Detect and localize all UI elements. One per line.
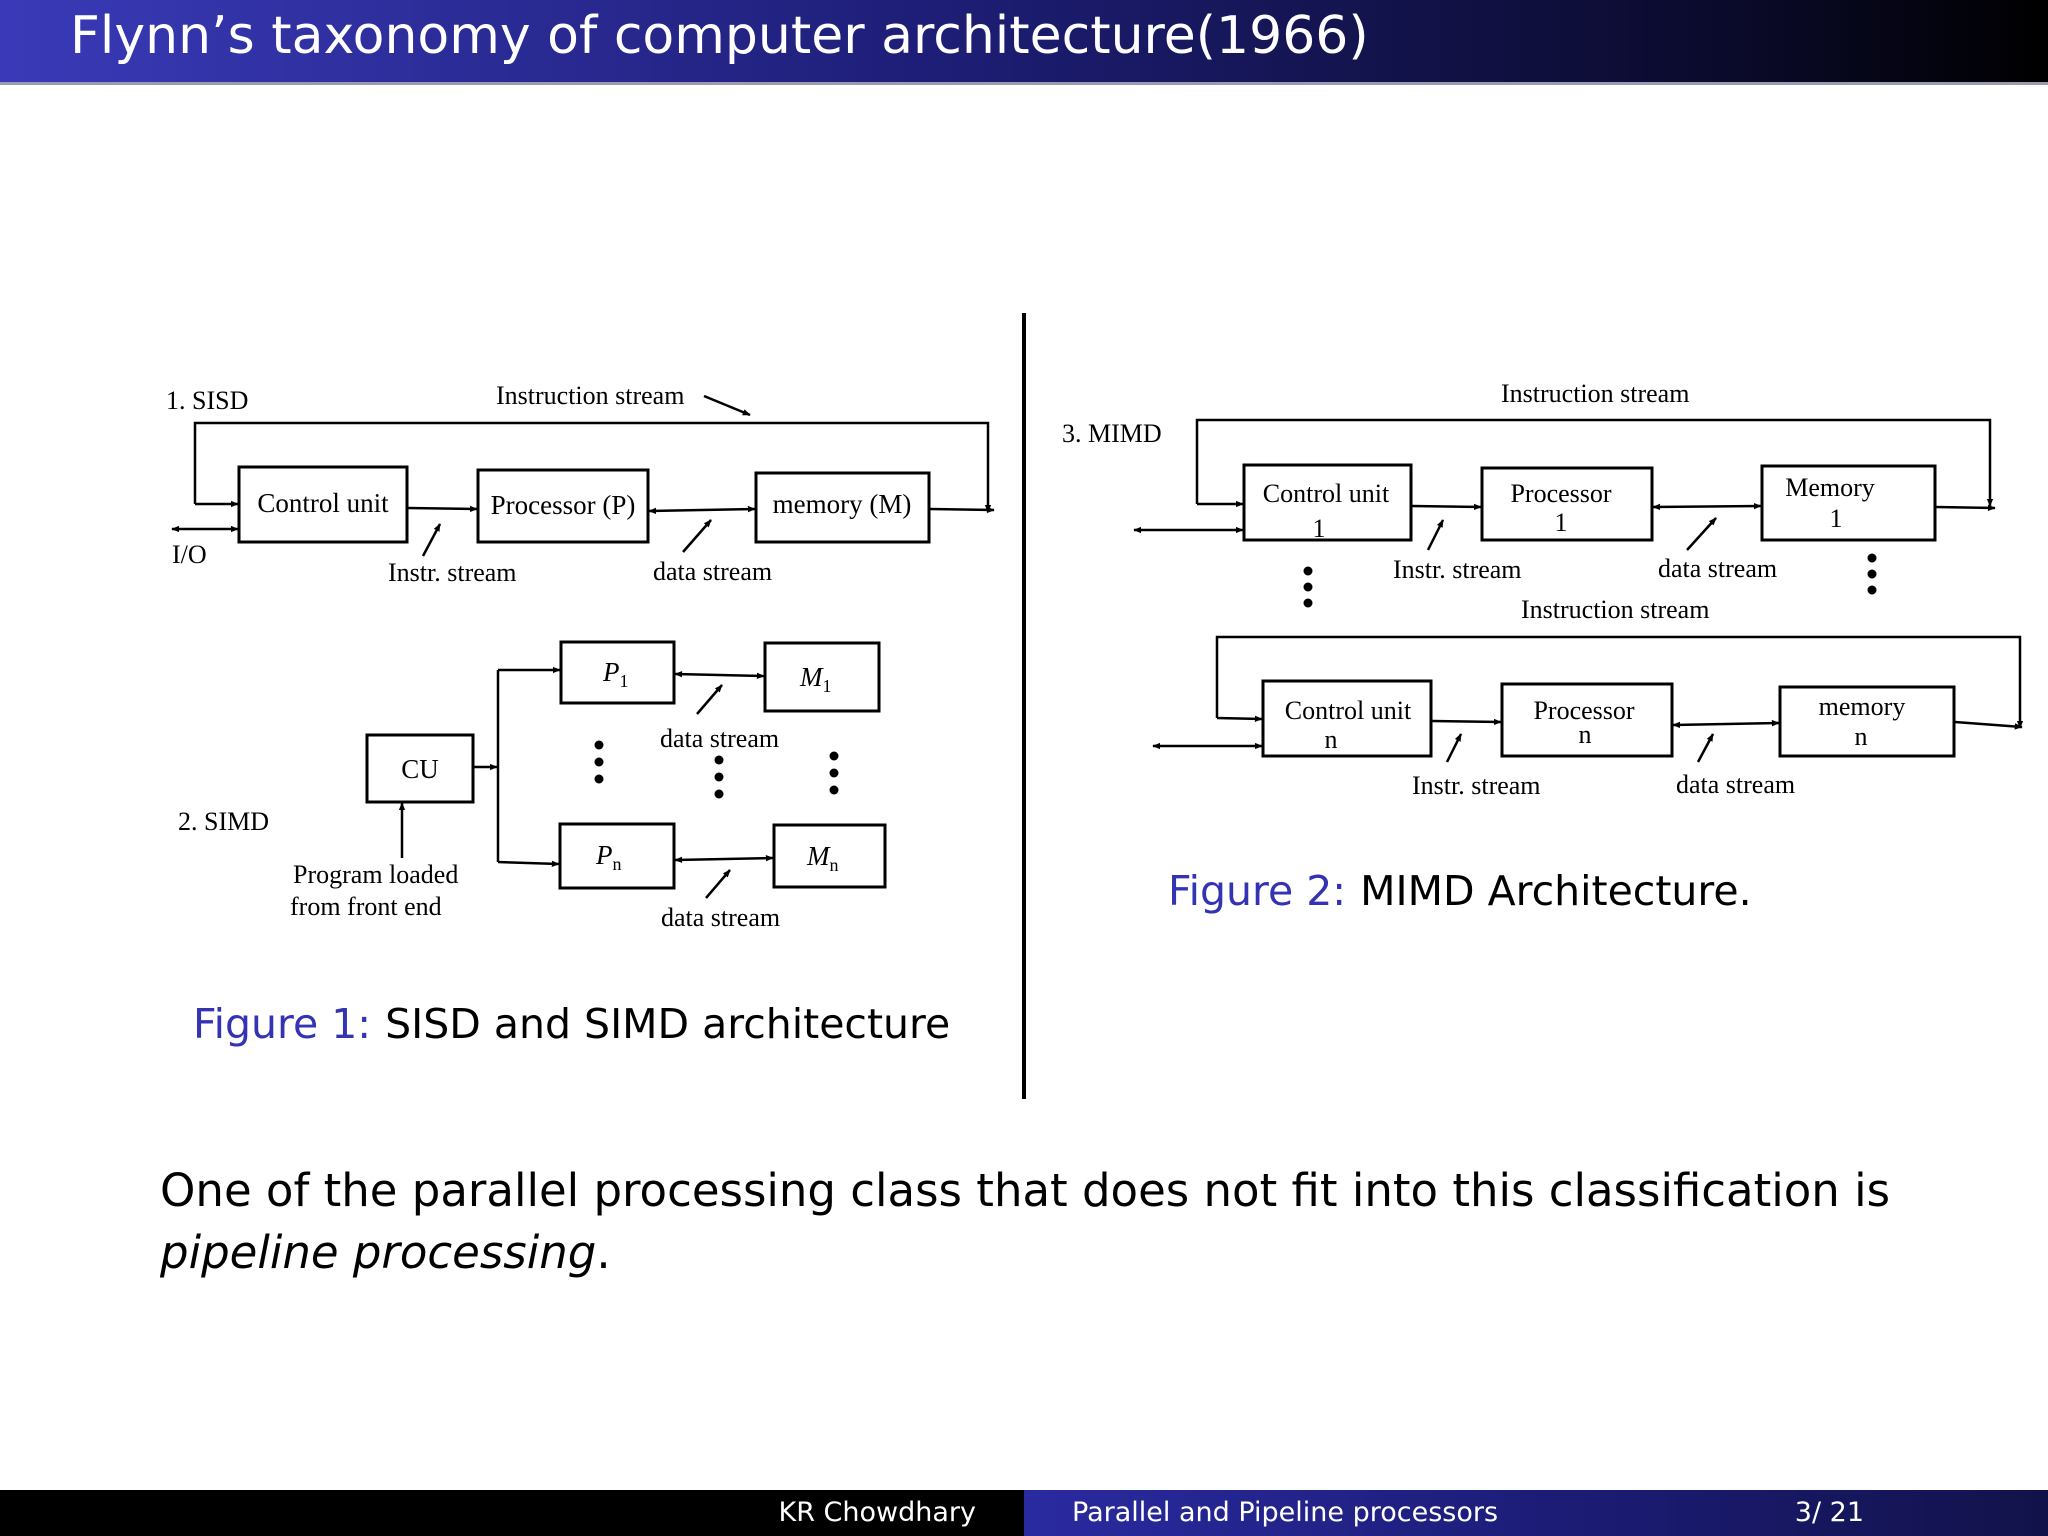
mimd-m1-line2: 1 (1830, 504, 1843, 533)
simd-ellipsis-p (594, 740, 604, 784)
mimd-p1-m1-arrow (1652, 502, 1762, 511)
mimd-loop-n (1215, 635, 2024, 729)
mimd-cun-box (1261, 679, 1433, 758)
diagrams: 1. SISD Instruction stream Control unit … (166, 313, 2024, 1099)
mimd-cu1-line2: 1 (1313, 514, 1326, 543)
mimd-cu1-line1: Control unit (1263, 479, 1390, 508)
mimd-data-stream-n-pointer (1696, 733, 1715, 763)
pn-mn-arrow (674, 854, 774, 864)
mimd-cun-to-pn-arrow (1431, 718, 1502, 726)
mimd-cu1-box (1242, 463, 1413, 542)
footer-right: Parallel and Pipeline processors 3/ 21 (1024, 1490, 2048, 1536)
memory-out-arrow (929, 506, 995, 514)
simd-program-line1: Program loaded (293, 860, 458, 889)
cu-to-processor-arrow (407, 505, 478, 513)
mimd-cun-line2: n (1325, 725, 1338, 754)
body-text-emphasis: pipeline processing (160, 1226, 597, 1279)
mimd-m1-out-arrow (1935, 504, 1996, 512)
sisd-memory-label: memory (M) (773, 489, 912, 519)
sisd-diagram: 1. SISD Instruction stream Control unit … (166, 381, 995, 587)
mimd-cun-line1: Control unit (1285, 696, 1412, 725)
slide-title: Flynn’s taxonomy of computer architectur… (70, 6, 1369, 66)
mimd-data-stream-1: data stream (1658, 554, 1777, 583)
simd-data-stream-top-pointer (696, 684, 723, 715)
mimd-mn-line1: memory (1819, 692, 1906, 721)
footer-left: KR Chowdhary (0, 1490, 1024, 1536)
mimd-p1-line1: Processor (1510, 479, 1611, 508)
bus-to-pn-arrow (497, 860, 560, 867)
simd-p1-label: P1 (602, 657, 629, 691)
mimd-p1-box (1480, 466, 1654, 542)
footer: KR Chowdhary Parallel and Pipeline proce… (0, 1490, 2048, 1536)
body-paragraph: One of the parallel processing class tha… (160, 1160, 1920, 1284)
simd-ellipsis-m (829, 751, 839, 795)
sisd-instr-stream-label: Instr. stream (388, 558, 517, 587)
simd-program-line2: from front end (290, 892, 442, 921)
mimd-pn-box (1500, 682, 1674, 758)
sisd-instruction-loop (193, 421, 992, 513)
simd-pn-label: Pn (595, 840, 622, 874)
footer-talk-title: Parallel and Pipeline processors (1072, 1497, 1499, 1528)
sisd-data-stream-label: data stream (653, 557, 772, 586)
simd-data-stream-top-label: data stream (660, 724, 779, 753)
mimd-instruction-stream-mid: Instruction stream (1521, 595, 1709, 624)
sisd-control-unit-box (237, 465, 409, 544)
mimd-cu1-to-p1-arrow (1411, 503, 1482, 511)
figure2-caption: Figure 2:MIMD Architecture. (1168, 867, 1752, 915)
mimd-ellipsis-right (1867, 553, 1877, 595)
mimd-p1-line2: 1 (1555, 508, 1568, 537)
simd-m1-label: M1 (799, 662, 832, 696)
processor-memory-arrow (648, 505, 756, 515)
mimd-pn-line2: n (1579, 720, 1592, 749)
mimd-pn-line1: Processor (1533, 696, 1634, 725)
simd-mn-label: Mn (806, 841, 839, 875)
mimd-ellipsis-left (1303, 566, 1313, 608)
mimd-label: 3. MIMD (1062, 419, 1162, 448)
mimd-instr-stream-n: Instr. stream (1412, 771, 1541, 800)
mimd-pn-mn-arrow (1672, 719, 1780, 729)
sisd-memory-box (754, 471, 931, 544)
simd-ellipsis-data (714, 755, 724, 799)
mimd-mn-out-arrow (1954, 720, 2023, 730)
mimd-m1-line1: Memory (1785, 473, 1875, 502)
mimd-instruction-stream-top: Instruction stream (1501, 379, 1689, 408)
mimd-mn-box (1778, 685, 1956, 758)
simd-mn-box (772, 823, 887, 889)
mimd-loop-1 (1195, 418, 1994, 507)
mimd-m1-box (1760, 464, 1937, 542)
footer-page-number: 3/ 21 (1794, 1497, 1864, 1528)
simd-cu-label: CU (401, 754, 439, 784)
sisd-processor-label: Processor (P) (491, 490, 636, 520)
figure1-caption: Figure 1:SISD and SIMD architecture (193, 1000, 950, 1048)
sisd-io-label: I/O (172, 540, 207, 569)
mimd-instr-stream-1-pointer (1426, 519, 1445, 551)
simd-pn-box (558, 822, 676, 890)
sisd-processor-box (476, 468, 650, 544)
mimd-data-stream-1-pointer (1686, 517, 1717, 551)
data-stream-pointer (682, 519, 712, 553)
sisd-control-unit-label: Control unit (257, 488, 389, 518)
simd-m1-box (763, 641, 881, 713)
sisd-instruction-stream-label: Instruction stream (496, 381, 684, 410)
body-text-main: One of the parallel processing class tha… (160, 1164, 1891, 1217)
instr-stream-pointer (421, 523, 442, 557)
mimd-diagram: 3. MIMD Instruction stream Control unit … (1062, 379, 2024, 800)
simd-data-stream-bottom-label: data stream (661, 903, 780, 932)
simd-data-stream-bottom-pointer (705, 869, 731, 899)
simd-label: 2. SIMD (178, 807, 269, 836)
sisd-label: 1. SISD (166, 386, 248, 415)
mimd-instr-stream-n-pointer (1445, 733, 1463, 763)
simd-diagram: 2. SIMD CU Program loaded from front end… (178, 640, 887, 932)
mimd-loop-n-into-cu (1216, 715, 1263, 723)
simd-cu-box (365, 733, 475, 804)
mimd-instr-stream-1: Instr. stream (1393, 555, 1522, 584)
mimd-data-stream-n: data stream (1676, 770, 1795, 799)
body-text-period: . (596, 1226, 611, 1279)
simd-p1-box (559, 640, 676, 705)
instruction-stream-pointer (703, 394, 751, 417)
p1-m1-arrow (674, 670, 765, 680)
mimd-mn-line2: n (1855, 722, 1868, 751)
title-bar: Flynn’s taxonomy of computer architectur… (0, 0, 2048, 85)
footer-author: KR Chowdhary (778, 1497, 977, 1528)
